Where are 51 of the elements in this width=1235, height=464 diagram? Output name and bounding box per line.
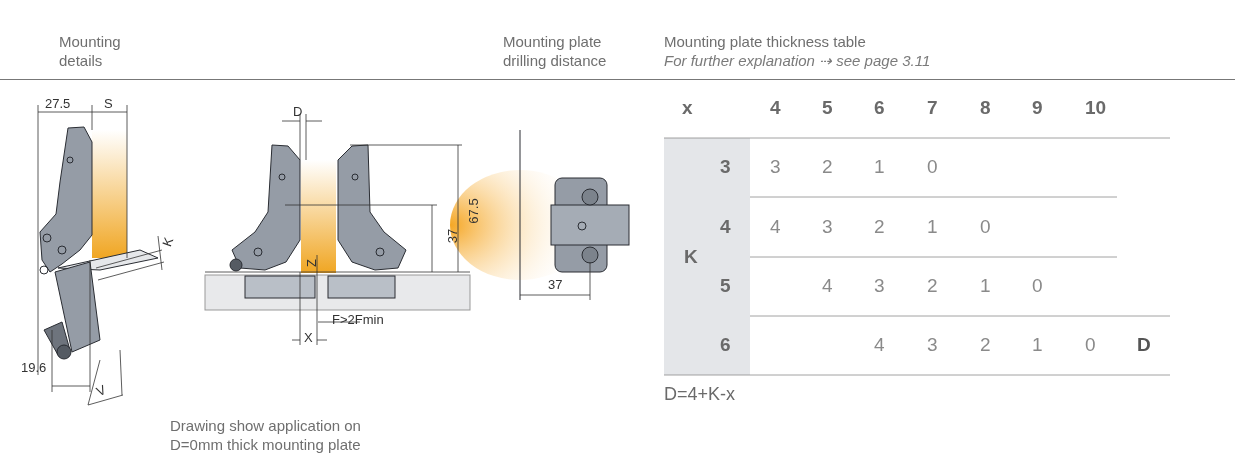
table-cell: 4 (822, 275, 833, 297)
table-cell: 2 (874, 216, 885, 238)
table-cell: 2 (927, 275, 938, 297)
table-header: 6 (720, 334, 731, 356)
dimension-label: X (304, 331, 313, 345)
table-header: 4 (720, 216, 731, 238)
table-cell: 4 (770, 216, 781, 238)
table-header: 8 (980, 97, 991, 119)
table-cell: 1 (980, 275, 991, 297)
table-cell: 2 (822, 156, 833, 178)
table-cell: 1 (874, 156, 885, 178)
table-header: 9 (1032, 97, 1043, 119)
table-header: K (684, 246, 698, 268)
note-text: For further explanation ⇢ see page 3.11 (664, 51, 931, 70)
table-cell: 1 (927, 216, 938, 238)
table-cell: 0 (980, 216, 991, 238)
dimension-label: V (94, 382, 109, 400)
formula-text: D=4+K-x (664, 383, 736, 405)
dimension-label: F>2Fmin (332, 313, 384, 327)
section-heading: Mounting plate drilling distance (503, 32, 608, 70)
table-header: 3 (720, 156, 731, 178)
table-cell: 3 (770, 156, 781, 178)
caption-text: Drawing show application on D=0mm thick mounting plate (170, 416, 362, 454)
table-cell: 4 (874, 334, 885, 356)
dimension-label: 37 (548, 278, 563, 292)
table-header: 7 (927, 97, 938, 119)
dimension-label: D (293, 105, 303, 119)
table-header: 5 (720, 275, 731, 297)
dimension-label: 37 (446, 228, 461, 244)
table-cell: 3 (822, 216, 833, 238)
dimension-label: 19.6 (21, 361, 47, 375)
table-header: 5 (822, 97, 833, 119)
table-cell: 1 (1032, 334, 1043, 356)
dimension-label: 67.5 (466, 198, 481, 224)
table-cell: 3 (927, 334, 938, 356)
table-cell: 0 (1085, 334, 1096, 356)
dimension-label: Z (305, 259, 319, 267)
table-header: 10 (1085, 97, 1107, 119)
table-cell: 0 (1032, 275, 1043, 297)
table-cell: 0 (927, 156, 938, 178)
table-cell: 3 (874, 275, 885, 297)
table-header: x (682, 97, 693, 119)
table-header: 6 (874, 97, 885, 119)
section-heading: Mounting details (59, 32, 122, 70)
section-heading: Mounting plate thickness table (664, 32, 866, 51)
dimension-label: K (160, 235, 177, 249)
dimension-label: 27.5 (45, 97, 71, 111)
table-cell: D (1137, 334, 1151, 356)
dimension-label: S (104, 97, 113, 111)
table-header: 4 (770, 97, 781, 119)
table-cell: 2 (980, 334, 991, 356)
